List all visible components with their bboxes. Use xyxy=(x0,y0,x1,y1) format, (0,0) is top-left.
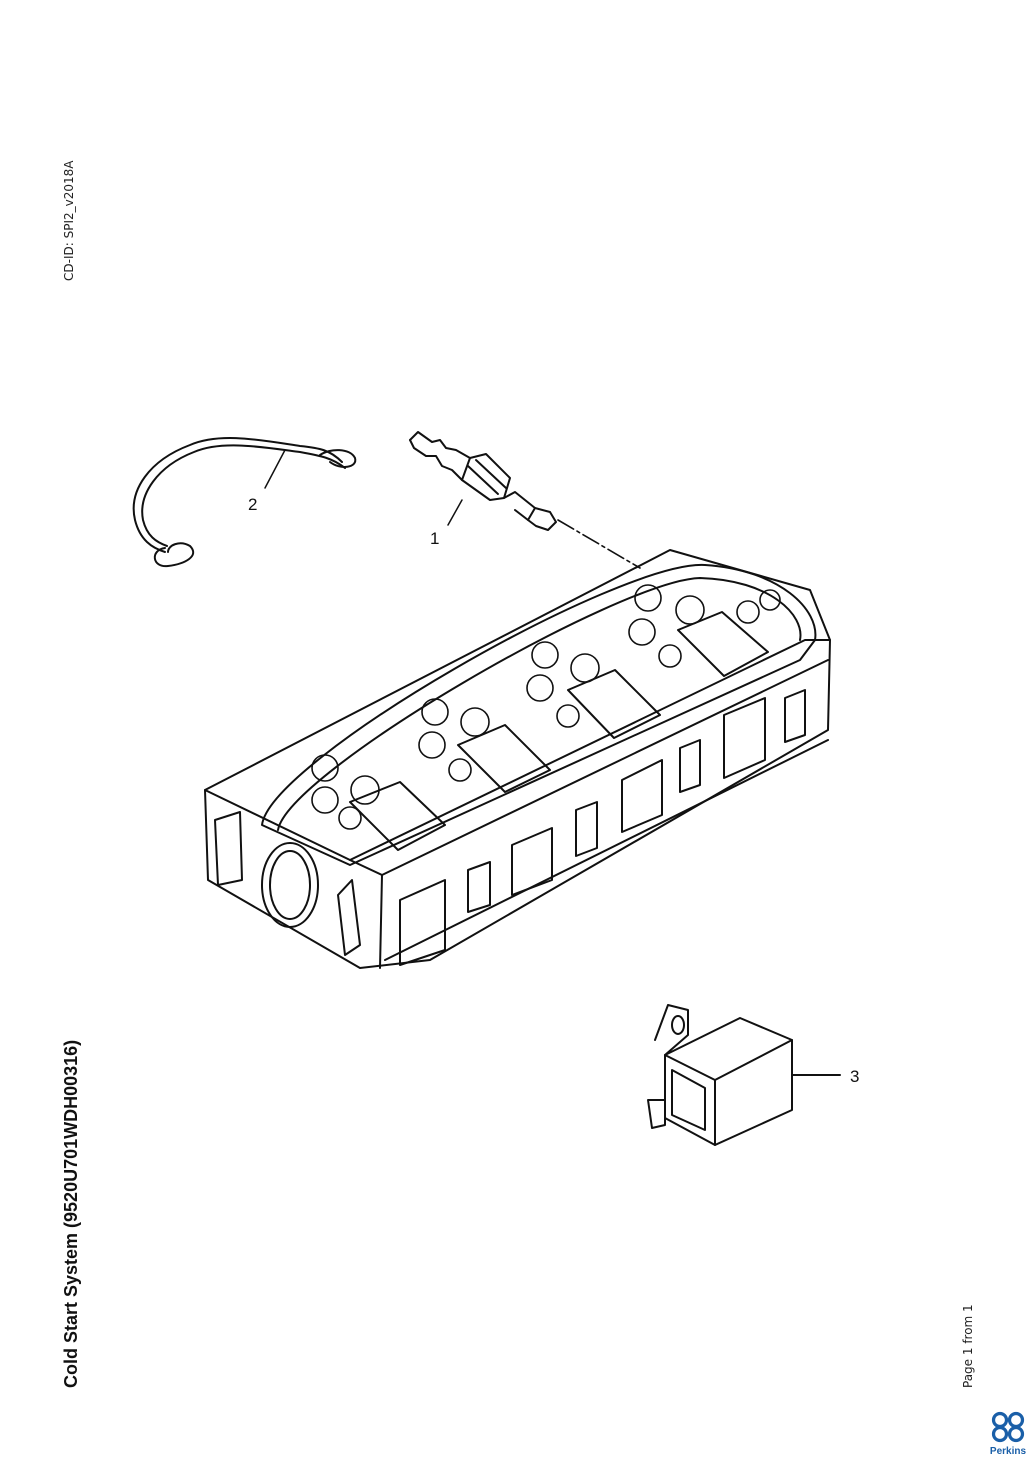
brand-name: Perkins xyxy=(990,1446,1027,1457)
part-3-relay xyxy=(647,1004,841,1146)
part-1-heater-plug xyxy=(409,431,641,569)
perkins-logo: Perkins xyxy=(990,1411,1027,1457)
callout-3: 3 xyxy=(850,1067,859,1086)
cylinder-head xyxy=(204,549,831,969)
callout-2: 2 xyxy=(248,495,257,514)
callout-1: 1 xyxy=(430,529,439,548)
part-2-wire xyxy=(132,437,357,568)
